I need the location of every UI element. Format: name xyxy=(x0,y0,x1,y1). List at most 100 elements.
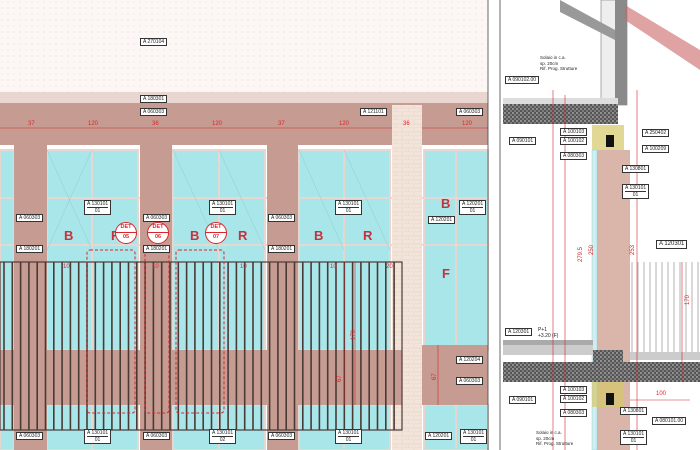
tag-code: A 130101 xyxy=(625,185,647,191)
detail-number: 06 xyxy=(148,232,168,242)
window-type-label: F xyxy=(442,266,450,281)
slab-lower xyxy=(503,362,700,382)
window-type-label: B xyxy=(314,228,324,243)
window-type-label: R xyxy=(238,228,248,243)
annotation-tag: A 100102 xyxy=(560,137,588,145)
tag-sub: 01 xyxy=(623,437,645,444)
tag-code: A 100102 xyxy=(563,396,585,402)
annotation-tag: A 130801 xyxy=(622,165,650,173)
note-line: Solaio in c.a. xyxy=(540,55,566,60)
level-name: P+1 xyxy=(538,327,548,333)
detail-marker[interactable]: DET 06 xyxy=(147,222,169,244)
tag-code: A 090101 xyxy=(512,138,534,144)
annotation-tag: A 120301 xyxy=(505,328,533,336)
dimension: 36 xyxy=(403,121,410,127)
annotation-tag: A 060303 xyxy=(456,108,484,116)
tag-code: A 090101 xyxy=(512,397,534,403)
tag-code: A 120201 xyxy=(428,433,450,439)
tag-code: A 130101 xyxy=(338,201,360,207)
opening-lines xyxy=(46,149,391,251)
tag-code: A 090102.00 xyxy=(508,77,537,83)
note-line: sp. 20cm xyxy=(536,435,555,441)
tag-sub: 01 xyxy=(462,207,484,214)
slab-upper xyxy=(503,104,618,124)
dimension: 36 xyxy=(152,121,159,127)
dimension: 250 xyxy=(589,244,595,255)
tag-code: A 060303 xyxy=(143,109,165,115)
detail-marker[interactable]: DET 07 xyxy=(205,222,227,244)
detail-label: DET xyxy=(120,224,132,230)
detail-number: 07 xyxy=(206,232,226,242)
tag-code: A 180201 xyxy=(146,246,168,252)
dimension: 10 xyxy=(63,264,70,270)
tag-sub: 01 xyxy=(87,207,109,214)
annotation-tag: A 060303 xyxy=(456,377,484,385)
tag-code: A 060303 xyxy=(271,433,293,439)
tag-sub: 01 xyxy=(212,207,234,214)
tag-code: A 121101 xyxy=(363,109,384,115)
tag-code: A 130101 xyxy=(87,430,109,436)
dimension: 10 xyxy=(240,264,247,270)
annotation-tag: A 120201 xyxy=(425,432,453,440)
tag-code: A 130801 xyxy=(623,408,645,414)
dimension: 253 xyxy=(630,244,636,255)
roof-area xyxy=(0,0,488,92)
tag-code: A 060303 xyxy=(459,378,481,384)
annotation-tag: A 100103 xyxy=(560,386,588,394)
tag-sub: 01 xyxy=(625,191,647,198)
detail-number: 05 xyxy=(116,232,136,242)
tag-sub: 01 xyxy=(338,207,360,214)
detail-label: DET xyxy=(152,224,164,230)
annotation-tag: A 120204 xyxy=(456,356,484,364)
tag-code: A 100103 xyxy=(563,387,585,393)
annotation-tag: A 130801 xyxy=(620,407,648,415)
tag-code: A 120204 xyxy=(459,357,481,363)
tag-code: A 060303 xyxy=(271,215,293,221)
annotation-tag: A 120201 xyxy=(428,216,456,224)
tag-code: A 080303 xyxy=(563,153,585,159)
dimension: 170 xyxy=(685,294,691,305)
note-line: Rif. Prog. Strutture xyxy=(536,441,574,446)
dimension: 10 xyxy=(330,264,337,270)
dimension: 120 xyxy=(212,121,223,127)
detail-label: DET xyxy=(210,224,222,230)
tag-code: A 180201 xyxy=(19,246,41,252)
annotation-tag: A 100103 xyxy=(560,128,588,136)
annotation-tag: A 060303 xyxy=(16,432,44,440)
tag-code: A 120301 xyxy=(508,329,530,335)
window-type-label: B xyxy=(190,228,200,243)
dimension: 170 xyxy=(351,329,357,340)
detail-marker[interactable]: DET 05 xyxy=(115,222,137,244)
level-marker: P+1+3.20 (F) xyxy=(538,327,559,339)
tag-code: A 270104 xyxy=(143,39,165,45)
annotation-tag: A 060303 xyxy=(268,432,296,440)
annotation-tag: A 090101 xyxy=(509,396,537,404)
window-type-label: R xyxy=(363,228,373,243)
dimension: 37 xyxy=(28,121,35,127)
annotation-tag: A 090101 xyxy=(509,137,537,145)
window-type-label: B xyxy=(64,228,74,243)
annotation-tag: A 080303 xyxy=(560,409,588,417)
tag-code: A 060303 xyxy=(146,433,168,439)
annotation-tag: A 180301 xyxy=(140,95,168,103)
dimension: 100 xyxy=(656,391,667,397)
dimension: 120 xyxy=(462,121,473,127)
level-elevation: +3.20 (F) xyxy=(538,332,559,339)
dimension: 120 xyxy=(339,121,350,127)
tag-code: A 130801 xyxy=(625,166,647,172)
annotation-tag: A 060303 xyxy=(140,108,168,116)
dimension: 67 xyxy=(432,373,438,380)
tag-code: A 120201 xyxy=(462,201,484,207)
tag-code: A 100103 xyxy=(563,129,585,135)
tag-code: A 130101 xyxy=(212,430,234,436)
tag-sub: 01 xyxy=(463,436,485,443)
tag-code: A 130101 xyxy=(212,201,234,207)
